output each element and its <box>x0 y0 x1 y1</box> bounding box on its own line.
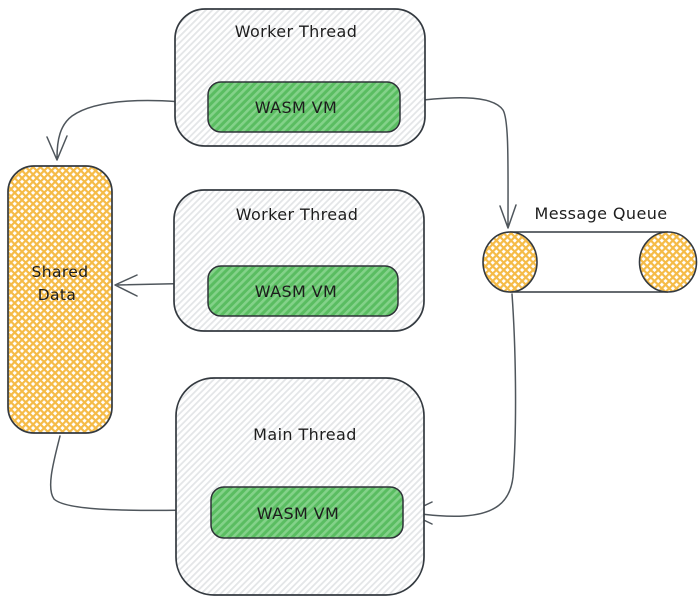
worker-thread-middle-label: Worker Thread <box>236 205 359 224</box>
node-worker-thread-middle <box>173 189 425 332</box>
worker-thread-middle-vm-label: WASM VM <box>255 282 338 301</box>
worker-thread-middle-vm-box <box>207 265 399 317</box>
worker-thread-top-label: Worker Thread <box>235 22 358 41</box>
main-thread-label: Main Thread <box>253 425 357 444</box>
message-queue-label: Message Queue <box>535 204 668 223</box>
node-worker-thread-top <box>174 8 426 147</box>
shared-data-label-line2: Data <box>38 286 77 304</box>
shared-data-label-line1: Shared <box>32 263 89 281</box>
arrow-worker-top-to-shared-data <box>46 99 210 161</box>
message-queue-right-cap <box>638 231 698 293</box>
arrow-message-queue-to-main-vm <box>408 293 517 525</box>
arrow-worker-top-to-message-queue <box>399 97 517 229</box>
worker-thread-top-vm-label: WASM VM <box>255 98 338 117</box>
shared-data-box <box>7 165 113 434</box>
node-message-queue <box>482 231 698 293</box>
message-queue-left-cap <box>482 231 538 293</box>
main-thread-vm-box <box>210 486 404 539</box>
main-thread-vm-label: WASM VM <box>257 504 340 523</box>
node-main-thread <box>175 377 425 596</box>
node-shared-data <box>7 165 113 434</box>
labels-layer: Worker Thread WASM VM Worker Thread WASM… <box>32 22 668 523</box>
worker-thread-top-vm-box <box>207 81 401 133</box>
